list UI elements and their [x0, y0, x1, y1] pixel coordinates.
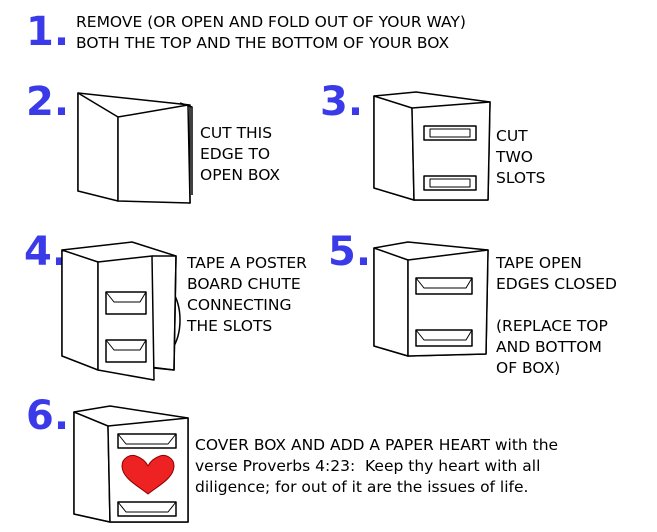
- step-4-text: TAPE A POSTER BOARD CHUTE CONNECTING THE…: [187, 254, 307, 335]
- heart-icon: [121, 455, 175, 495]
- step-6-box-illustration: [73, 405, 189, 523]
- step-5-text: TAPE OPEN EDGES CLOSED (REPLACE TOP AND …: [496, 254, 617, 377]
- step-5-number: 5.: [328, 229, 372, 275]
- step-2-box-illustration: [77, 92, 193, 204]
- step-5-box-illustration: [373, 241, 489, 357]
- step-4-box-illustration: [61, 241, 181, 381]
- step-3-box-illustration: [373, 91, 491, 201]
- step-4-number: 4.: [24, 229, 68, 275]
- step-3-number: 3.: [320, 79, 364, 125]
- step-1-text: REMOVE (OR OPEN AND FOLD OUT OF YOUR WAY…: [76, 13, 466, 52]
- step-3-text: CUT TWO SLOTS: [496, 127, 546, 187]
- step-1-number: 1.: [26, 9, 70, 55]
- step-2-text: CUT THIS EDGE TO OPEN BOX: [200, 124, 281, 184]
- step-2-number: 2.: [26, 79, 70, 125]
- step-6-number: 6.: [26, 393, 70, 439]
- step-6-text: COVER BOX AND ADD A PAPER HEART with the…: [195, 436, 559, 496]
